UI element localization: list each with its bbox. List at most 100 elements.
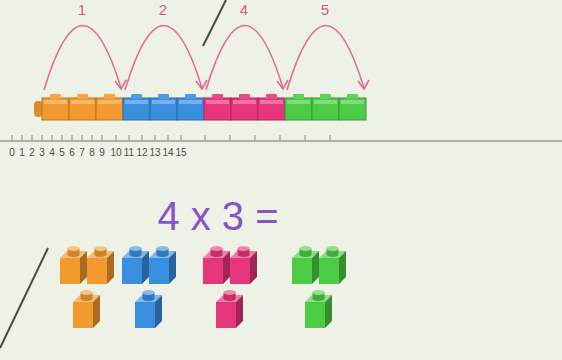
cube-highlight <box>287 100 310 104</box>
unit-cube <box>150 98 177 120</box>
brick-stud <box>300 246 312 251</box>
unit-cube <box>177 98 204 120</box>
number-label: 14 <box>162 148 173 158</box>
unit-cube <box>258 98 285 120</box>
tick-mark <box>154 135 155 141</box>
unit-cube <box>123 98 150 120</box>
number-label: 13 <box>149 148 160 158</box>
cube-highlight <box>71 100 94 104</box>
tick-mark <box>81 135 82 141</box>
brick-stud <box>130 252 142 257</box>
number-label: 15 <box>175 148 186 158</box>
brick-front <box>135 302 155 328</box>
cube-highlight <box>152 100 175 104</box>
brick-front <box>87 258 107 284</box>
cube-stud <box>212 94 223 99</box>
brick-side <box>142 251 149 284</box>
number-label: 12 <box>136 148 147 158</box>
cube-highlight <box>125 100 148 104</box>
brick-front <box>230 258 250 284</box>
number-label: 9 <box>99 148 105 158</box>
unit-cube <box>231 98 258 120</box>
tick-mark <box>229 135 230 141</box>
tick-mark <box>31 135 32 141</box>
brick-side <box>93 295 100 328</box>
brick-stud <box>327 252 339 257</box>
brick-front <box>60 258 80 284</box>
number-line <box>0 140 562 142</box>
jump-arc <box>287 25 364 90</box>
tick-mark <box>304 135 305 141</box>
unit-cube <box>42 98 69 120</box>
brick-stud <box>224 290 236 295</box>
cube-stud <box>104 94 115 99</box>
tick-mark <box>101 135 102 141</box>
arrow-head <box>277 80 288 89</box>
brick-stud <box>95 252 107 257</box>
brick-stud <box>224 296 236 301</box>
tick-mark <box>329 135 330 141</box>
cube-stud <box>293 94 304 99</box>
brick-side <box>80 251 87 284</box>
brick-stud <box>68 252 80 257</box>
tick-mark <box>204 135 205 141</box>
tick-mark <box>115 135 116 141</box>
cube-highlight <box>233 100 256 104</box>
brick-side <box>107 251 114 284</box>
cube-highlight <box>341 100 364 104</box>
jump-count: 4 <box>240 2 248 17</box>
brick-side <box>325 295 332 328</box>
tick-mark <box>279 135 280 141</box>
arrow-head <box>196 80 207 89</box>
tick-mark <box>71 135 72 141</box>
number-label: 11 <box>124 148 134 158</box>
arrow-head <box>115 80 126 89</box>
brick-stud <box>157 252 169 257</box>
brick-front <box>203 258 223 284</box>
brick-stud <box>300 252 312 257</box>
jump-arc <box>206 25 283 90</box>
cube-stud <box>131 94 142 99</box>
brick-stud <box>81 290 93 295</box>
tick-mark <box>128 135 129 141</box>
number-label: 1 <box>19 148 25 158</box>
cube-stud <box>158 94 169 99</box>
cube-highlight <box>179 100 202 104</box>
cube-stud <box>320 94 331 99</box>
brick-side <box>223 251 230 284</box>
tick-mark <box>51 135 52 141</box>
jump-count: 5 <box>321 2 329 17</box>
tick-mark <box>167 135 168 141</box>
brick-front <box>149 258 169 284</box>
arrow-head <box>358 80 369 89</box>
cube-highlight <box>206 100 229 104</box>
tick-mark <box>180 135 181 141</box>
cube-stud <box>50 94 61 99</box>
brick-stud <box>130 246 142 251</box>
cube-highlight <box>44 100 67 104</box>
brick-stud <box>157 246 169 251</box>
brick-front <box>292 258 312 284</box>
tick-mark <box>91 135 92 141</box>
number-label: 2 <box>29 148 35 158</box>
unit-cube <box>204 98 231 120</box>
brick-front <box>73 302 93 328</box>
number-label: 7 <box>79 148 85 158</box>
brick-front <box>122 258 142 284</box>
number-label: 0 <box>9 148 15 158</box>
tick-mark <box>41 135 42 141</box>
number-label: 5 <box>59 148 65 158</box>
brick-side <box>339 251 346 284</box>
brick-stud <box>95 246 107 251</box>
brick-stud <box>81 296 93 301</box>
tick-mark <box>61 135 62 141</box>
brick-front <box>216 302 236 328</box>
cube-stud <box>239 94 250 99</box>
number-label: 8 <box>89 148 95 158</box>
brick-stud <box>313 296 325 301</box>
brick-stud <box>211 246 223 251</box>
jump-arc <box>125 25 202 90</box>
tick-mark <box>21 135 22 141</box>
brick-side <box>250 251 257 284</box>
tick-mark <box>141 135 142 141</box>
